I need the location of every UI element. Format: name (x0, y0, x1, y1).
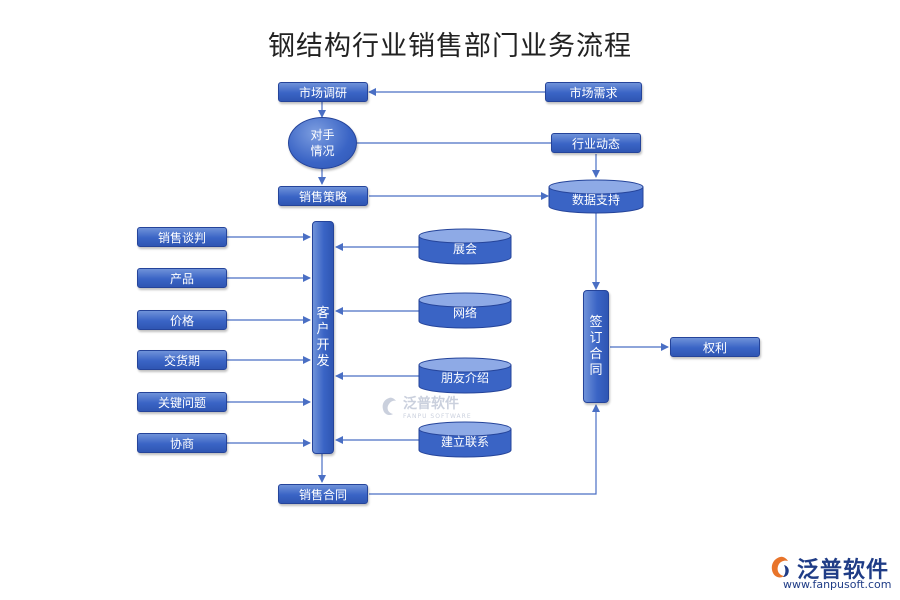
watermark-sub: FANPU SOFTWARE (403, 413, 472, 420)
brand-url: www.fanpusoft.com (783, 578, 892, 591)
node-market-research[interactable]: 市场调研 (278, 82, 368, 102)
cylinder-contact (418, 421, 512, 458)
node-referral[interactable]: 朋友介绍 (440, 370, 489, 385)
node-competitors[interactable]: 对手情况 (288, 117, 357, 169)
node-data-support[interactable]: 数据支持 (571, 192, 620, 207)
brand-logo-icon (771, 556, 789, 578)
node-industry-trends[interactable]: 行业动态 (551, 133, 641, 153)
node-sign-contract-label: 签订合同 (589, 314, 603, 378)
node-negotiation[interactable]: 销售谈判 (137, 227, 227, 247)
edge-contract-sign (369, 404, 600, 495)
node-exhibition[interactable]: 展会 (452, 241, 477, 256)
cylinder-network (418, 292, 512, 329)
cylinder-referral (418, 357, 512, 394)
cylinder-exhibition (418, 228, 512, 265)
watermark-logo-icon (382, 397, 396, 415)
node-customer-dev[interactable]: 客户开发 (312, 221, 334, 454)
page-title: 钢结构行业销售部门业务流程 (268, 31, 632, 62)
cylinder-data-support (548, 179, 644, 214)
node-competitors-label: 对手情况 (310, 128, 335, 158)
node-price[interactable]: 价格 (137, 310, 227, 330)
node-sales-strategy[interactable]: 销售策略 (278, 186, 368, 206)
brand-logo-name: 泛普软件 (797, 558, 890, 583)
node-market-demand[interactable]: 市场需求 (545, 82, 642, 102)
node-consultation[interactable]: 协商 (137, 433, 227, 453)
node-delivery[interactable]: 交货期 (137, 350, 227, 370)
node-contact[interactable]: 建立联系 (440, 434, 489, 449)
node-sales-contract[interactable]: 销售合同 (278, 484, 368, 504)
node-customer-dev-label: 客户开发 (316, 305, 330, 369)
watermark-name: 泛普软件 (403, 396, 459, 412)
node-network[interactable]: 网络 (452, 305, 477, 320)
brand-logo: 泛普软件 (766, 552, 889, 584)
node-rights[interactable]: 权利 (670, 337, 760, 357)
node-sign-contract[interactable]: 签订合同 (583, 290, 609, 403)
watermark: 泛普软件 FANPU SOFTWARE (378, 393, 472, 420)
node-key-issues[interactable]: 关键问题 (137, 392, 227, 412)
node-product[interactable]: 产品 (137, 268, 227, 288)
